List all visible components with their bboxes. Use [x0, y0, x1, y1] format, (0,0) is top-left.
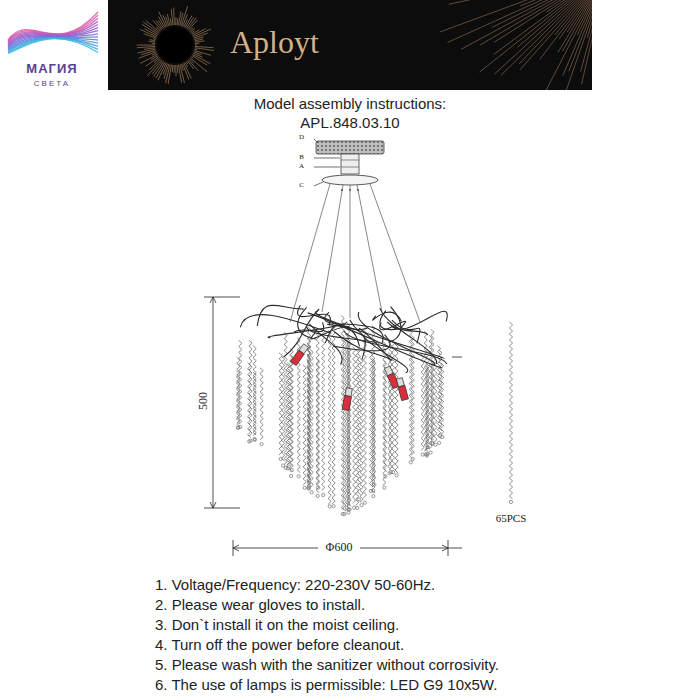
lamp	[396, 378, 408, 401]
branch	[359, 328, 391, 360]
instruction-item: 6. The use of lamps is permissible: LED …	[155, 676, 497, 693]
crystal-strand	[307, 338, 310, 485]
branch	[268, 322, 347, 338]
header-banner: Aployt	[108, 0, 592, 90]
crystal-strand	[239, 340, 242, 424]
branch	[307, 327, 380, 344]
crystal-strand	[248, 363, 251, 438]
crystal-strand	[509, 322, 512, 499]
part-letter: B	[299, 153, 304, 161]
label-patch	[318, 540, 360, 556]
crystal-strand	[425, 365, 428, 452]
instruction-item: 2. Please wear gloves to install.	[155, 596, 365, 613]
branch	[388, 307, 400, 343]
logo-wave	[8, 12, 98, 54]
crystal-strand	[253, 372, 256, 435]
lamp-holders	[291, 344, 409, 411]
crystal-strand	[383, 341, 386, 485]
crystal-strand	[353, 347, 356, 503]
crystal-strand	[409, 329, 412, 458]
branch	[308, 313, 443, 368]
crystal-strand	[328, 330, 331, 504]
sunburst	[108, 0, 592, 90]
branch	[373, 312, 402, 321]
leader-lines	[314, 139, 340, 186]
crystal-strand	[439, 350, 442, 431]
logo-text: СВЕТА	[34, 79, 70, 88]
crystal-strand	[253, 346, 256, 436]
single-strand	[509, 322, 512, 504]
crystal-strand	[348, 341, 351, 506]
branch	[361, 334, 407, 373]
crystal-strand	[411, 335, 414, 455]
instruction-item: 4. Turn off the power before cleanout.	[155, 636, 404, 653]
dimension: Φ600	[326, 541, 353, 555]
dimension-lines	[204, 297, 462, 556]
logo-text: МАГИЯ	[26, 62, 77, 77]
branch	[392, 320, 420, 343]
instruction-item: 1. Voltage/Frequency: 220-230V 50-60Hz.	[155, 576, 435, 593]
crystal-strand	[332, 324, 335, 504]
logo-wave-line	[8, 38, 98, 51]
crystal-strand	[260, 368, 263, 440]
dimension: 500	[197, 392, 211, 410]
part-letter: D	[299, 133, 304, 141]
crystal-strand	[343, 340, 346, 511]
crystal-strand	[316, 359, 319, 485]
suspension-wires	[290, 184, 420, 322]
crystal-strand	[395, 344, 398, 473]
crystal-strand	[284, 332, 287, 464]
branch-frame	[240, 305, 447, 373]
ring	[322, 175, 378, 185]
crystal-strand	[434, 358, 437, 442]
crystal-strand	[372, 358, 375, 493]
crystal-strand	[316, 334, 319, 493]
crystal-strand	[279, 353, 282, 455]
canopy	[316, 141, 384, 154]
branch	[257, 305, 303, 326]
branch	[387, 322, 428, 335]
stem	[341, 154, 359, 174]
crystal-strand	[426, 351, 429, 444]
crystal-strand	[290, 355, 293, 472]
branch	[298, 307, 316, 339]
heading: Model assembly instructions:	[254, 95, 447, 112]
crystal-strand	[384, 361, 387, 472]
branch	[309, 324, 342, 365]
crystal-strand	[421, 354, 424, 450]
crystal-strand	[322, 329, 325, 491]
crystal-strands	[236, 315, 443, 515]
branch	[380, 311, 399, 330]
lamp	[291, 344, 309, 366]
lamp	[342, 388, 353, 411]
instruction-item: 5. Please wash with the sanitizer withou…	[155, 656, 499, 673]
brand-name: Aployt	[230, 24, 319, 61]
lamp	[384, 366, 400, 389]
instruction-item: 3. Don`t install it on the moist ceiling…	[155, 616, 399, 633]
branch	[316, 311, 444, 358]
logo-wave-line	[8, 39, 98, 54]
model-number: APL.848.03.10	[300, 114, 399, 131]
crystal-strand	[357, 347, 360, 494]
part-letter: C	[299, 181, 304, 189]
quantity: 65PCS	[496, 512, 527, 525]
branch	[334, 335, 390, 351]
crystal-strand	[287, 362, 290, 464]
part-letter: A	[299, 162, 304, 170]
crystal-strand	[303, 365, 306, 485]
crystal-strand	[237, 357, 240, 423]
